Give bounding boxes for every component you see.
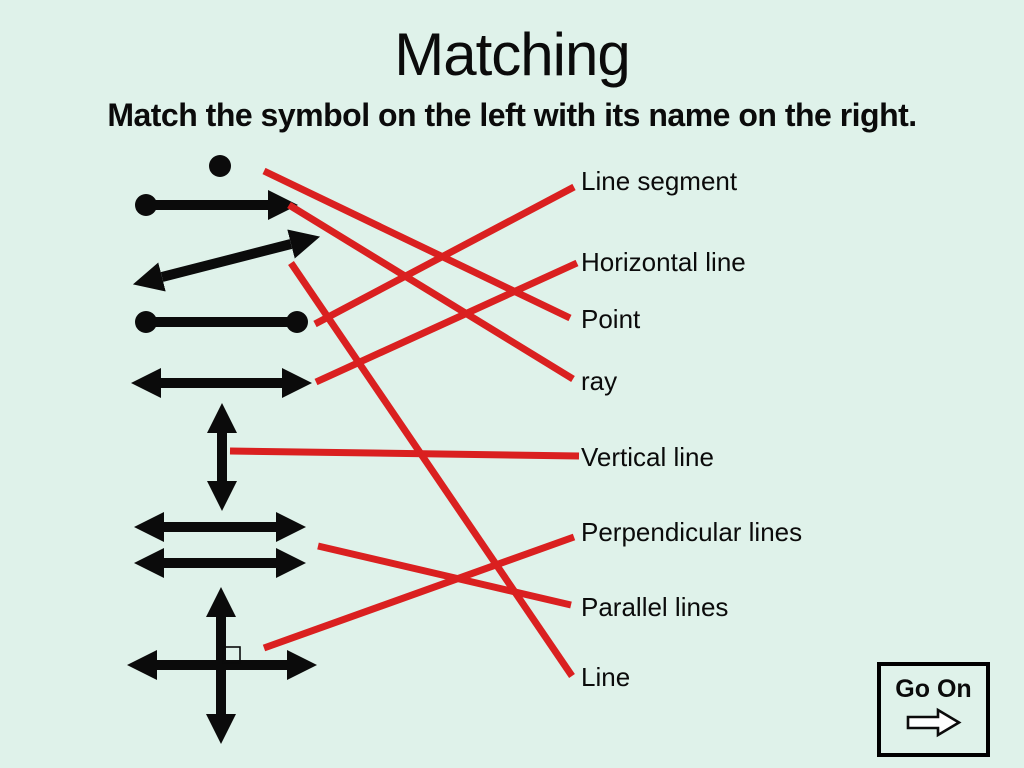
- connection-parallel-lines: [317, 542, 572, 609]
- label-ray: ray: [581, 366, 618, 396]
- label-horizontal-line: Horizontal line: [581, 247, 746, 277]
- label-line-segment: Line segment: [581, 166, 738, 196]
- right-arrow-icon: [906, 707, 962, 738]
- connection-perpendicular-lines: [262, 533, 576, 652]
- line-symbol: [132, 229, 321, 292]
- slide-subtitle: Match the symbol on the left with its na…: [107, 97, 917, 133]
- connection-ray: [287, 202, 575, 382]
- perpendicular-lines-symbol: [127, 587, 317, 744]
- label-line: Line: [581, 662, 631, 692]
- ray-symbol: [135, 190, 298, 220]
- line-segment-symbol: [135, 311, 308, 333]
- go-on-button-label: Go On: [895, 675, 972, 703]
- right-angle-mark: [222, 646, 241, 664]
- label-parallel-lines: Parallel lines: [581, 592, 729, 622]
- connection-vertical-line: [229, 447, 580, 460]
- label-perpendicular-lines: Perpendicular lines: [581, 517, 803, 547]
- answer-connectors: [229, 167, 580, 678]
- label-point: Point: [581, 304, 641, 334]
- parallel-lines-symbol: [134, 512, 306, 578]
- connection-horizontal-line: [314, 259, 579, 386]
- go-on-button[interactable]: Go On: [877, 662, 990, 757]
- point-symbol: [209, 155, 231, 177]
- connection-point: [262, 167, 572, 322]
- label-vertical-line: Vertical line: [581, 442, 714, 472]
- slide-title: Matching: [394, 21, 630, 88]
- connection-line: [288, 261, 575, 678]
